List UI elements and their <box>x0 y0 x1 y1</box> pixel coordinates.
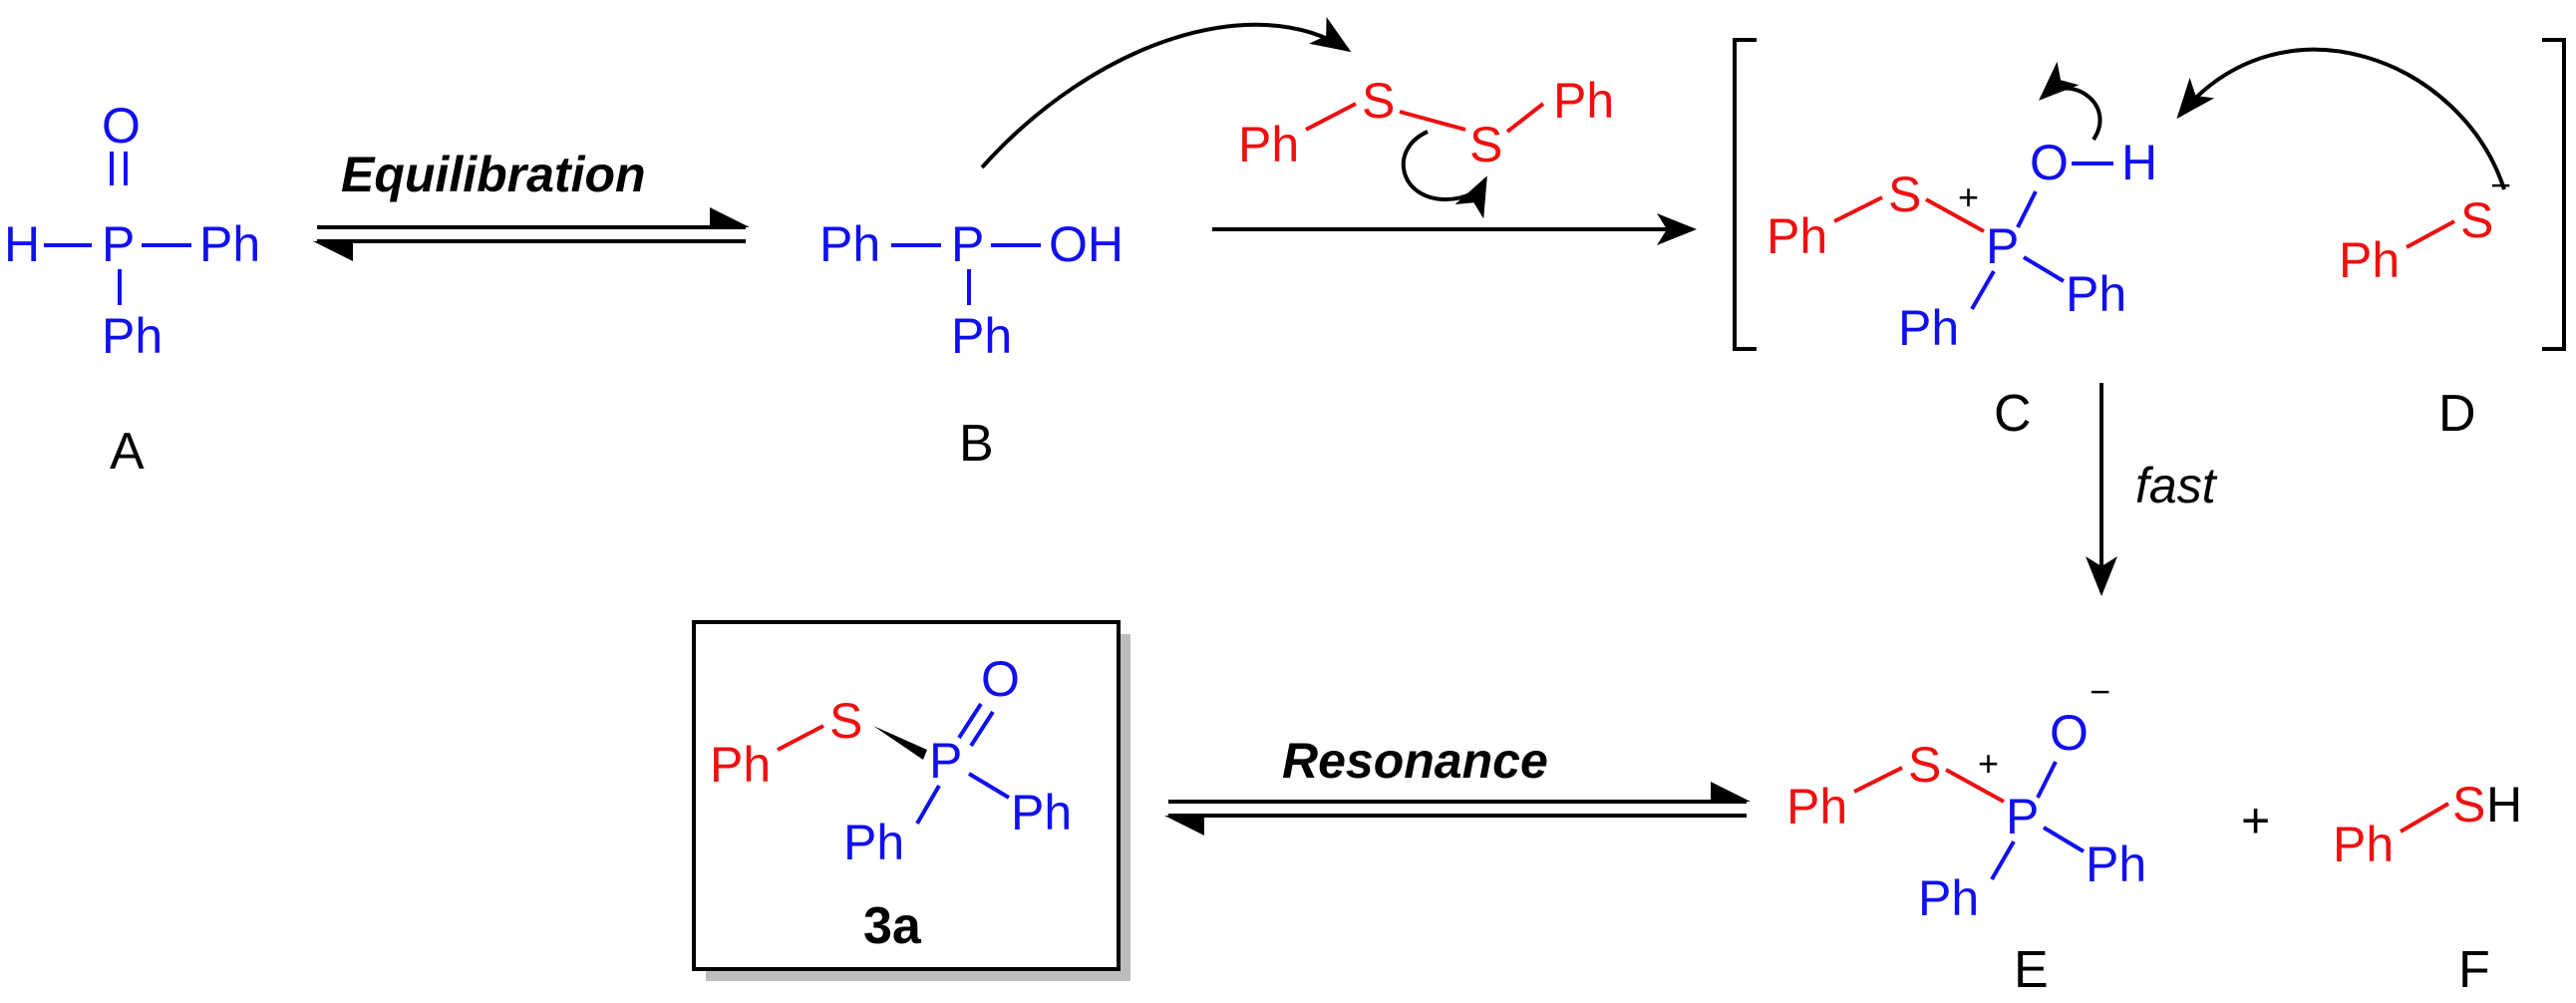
atom-Ph: Ph <box>102 308 162 364</box>
box-frame <box>692 620 1121 971</box>
bond <box>2036 761 2058 799</box>
bond <box>1399 110 1466 132</box>
atom-O: O <box>102 98 141 154</box>
atom-S: S <box>1362 73 1395 129</box>
atom-Ph: Ph <box>2086 836 2146 892</box>
bond <box>1505 102 1545 134</box>
curved-arrow-proton-shift <box>2039 61 2102 142</box>
arrow-label-resonance: Resonance <box>1282 733 1548 789</box>
compound-D: Ph S − D <box>2176 47 2511 443</box>
atom-O: O <box>2050 705 2089 761</box>
bond <box>967 772 1011 800</box>
atom-Ph: Ph <box>710 737 771 793</box>
charge-plus: + <box>1958 176 1979 217</box>
atom-Ph: Ph <box>1786 779 1847 835</box>
atom-Ph: Ph <box>1767 208 1827 264</box>
bond <box>1305 102 1357 132</box>
arrow-label-equilibration: Equilibration <box>341 147 646 202</box>
atom-Ph: Ph <box>1553 73 1614 129</box>
atom-O: O <box>2030 135 2069 190</box>
compound-label-B: B <box>959 415 994 473</box>
atom-S: S <box>1908 737 1941 793</box>
curved-arrow-bond-cleavage <box>1401 130 1487 219</box>
curved-arrow-deprotonation <box>2176 47 2506 190</box>
atom-P: P <box>102 216 135 272</box>
atom-Ph: Ph <box>951 308 1012 364</box>
atom-Ph: Ph <box>2066 266 2126 322</box>
compound-label-E: E <box>2014 941 2049 999</box>
atom-Ph: Ph <box>1011 785 1072 840</box>
equilibrium-arrow-resonance: Resonance <box>1164 733 1751 836</box>
compound-label-F: F <box>2458 941 2490 999</box>
bond <box>1853 766 1903 794</box>
charge-minus: − <box>2490 165 2511 205</box>
atom-P: P <box>951 216 984 272</box>
atom-H: H <box>4 216 40 272</box>
atom-Ph: Ph <box>2339 232 2400 288</box>
compound-C: Ph S + P O H Ph Ph C <box>1767 61 2157 443</box>
atom-S: S <box>2460 192 2493 248</box>
atom-Ph: Ph <box>843 815 904 870</box>
bond <box>777 724 824 752</box>
atom-P: P <box>929 733 962 789</box>
intermediate-bracket <box>1733 38 2566 351</box>
fast-arrow: fast <box>2086 383 2218 596</box>
compound-F: Ph S H F <box>2333 777 2522 999</box>
compound-A: O H P Ph Ph A <box>4 98 260 481</box>
compound-label-3a: 3a <box>863 897 922 955</box>
atom-Ph: Ph <box>819 216 880 272</box>
diphenyl-disulfide: Ph S S Ph <box>1238 73 1614 219</box>
atom-S: S <box>2452 777 2485 833</box>
equilibrium-arrow-equilibration: Equilibration <box>313 147 750 261</box>
bond <box>2399 802 2450 834</box>
bond <box>2042 826 2086 853</box>
atom-Ph: Ph <box>2333 817 2394 872</box>
atom-H: H <box>2486 777 2522 833</box>
compound-label-A: A <box>110 423 145 481</box>
wedge-bond <box>873 726 927 760</box>
bond <box>1945 768 2005 804</box>
atom-Ph: Ph <box>199 216 260 272</box>
atom-S: S <box>829 693 862 749</box>
plus-sign: + <box>2241 793 2270 848</box>
atom-Ph: Ph <box>1918 870 1979 926</box>
atom-O: O <box>981 651 1020 707</box>
compound-B: Ph P OH Ph B <box>819 216 1124 473</box>
atom-OH: OH <box>1049 216 1124 272</box>
compound-E: Ph S + P O − Ph Ph E <box>1786 671 2146 999</box>
left-bracket <box>1733 38 1757 351</box>
arrow-label-fast: fast <box>2135 458 2218 513</box>
atom-H: H <box>2121 135 2157 190</box>
charge-plus: + <box>1978 743 1999 784</box>
charge-minus: − <box>2090 671 2110 712</box>
compound-label-D: D <box>2438 385 2476 443</box>
bond-double <box>957 702 983 740</box>
bond <box>2016 190 2038 228</box>
curved-arrow-nucleophilic-attack <box>980 16 1352 169</box>
atom-Ph: Ph <box>1898 300 1959 356</box>
atom-P: P <box>2006 789 2039 844</box>
atom-Ph: Ph <box>1238 117 1299 172</box>
bond <box>1925 197 1985 233</box>
product-box-3a: Ph S P O Ph Ph 3a <box>692 620 1130 981</box>
bond-double <box>969 710 995 748</box>
bond <box>1990 839 2016 881</box>
bond <box>915 784 941 826</box>
atom-S: S <box>1888 167 1921 222</box>
bond <box>1970 269 1996 311</box>
atom-S: S <box>1469 117 1502 172</box>
atom-P: P <box>1986 218 2019 274</box>
bond <box>1833 195 1883 223</box>
right-bracket <box>2542 38 2566 351</box>
bond <box>2022 255 2066 283</box>
compound-label-C: C <box>1994 385 2032 443</box>
bond <box>2406 219 2455 249</box>
